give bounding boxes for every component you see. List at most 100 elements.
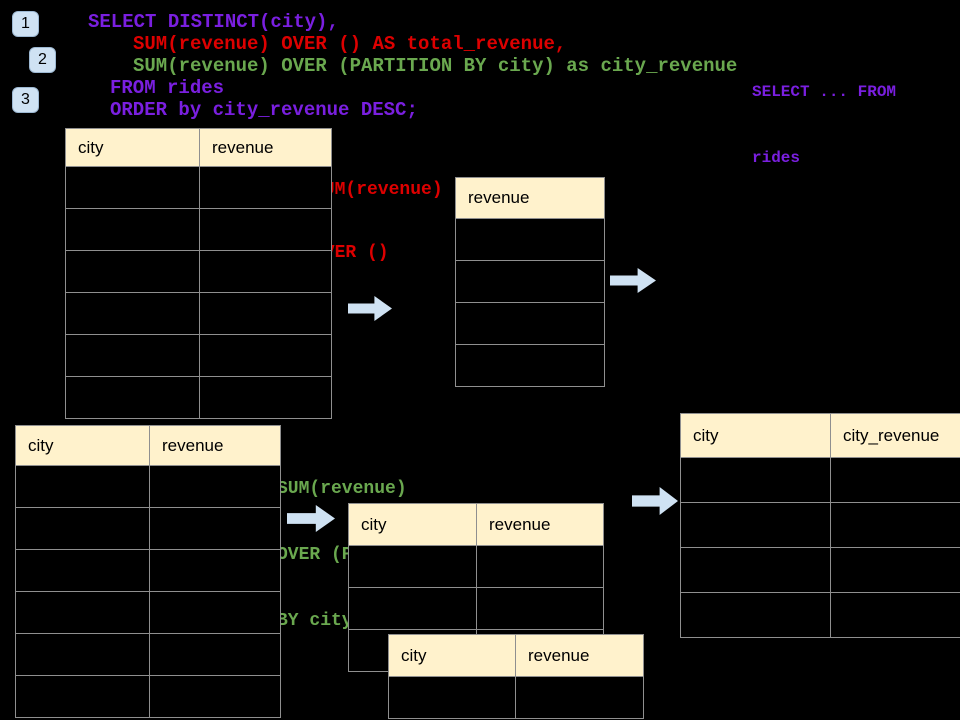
table-row — [680, 502, 960, 548]
table-cell-empty — [65, 292, 200, 335]
table-header-row: revenue — [455, 177, 605, 219]
table-cell-empty — [149, 675, 281, 718]
side-note-select-from: SELECT ... FROM rides — [752, 37, 896, 213]
table-row — [455, 260, 605, 303]
step-badge-3: 3 — [12, 87, 39, 113]
annotation-sum-over-total: SUM(revenue) OVER () — [313, 138, 443, 306]
table-cell-empty — [515, 676, 644, 719]
annotation-line: OVER () — [313, 243, 389, 263]
table-cell-empty — [15, 633, 150, 676]
flow-arrow-total — [610, 268, 656, 293]
table-cell-empty — [830, 547, 960, 593]
column-header-city: city — [65, 128, 200, 167]
table-row — [65, 250, 332, 293]
table-row — [455, 218, 605, 261]
table-total-revenue-step: revenue — [455, 177, 605, 387]
table-cell-empty — [65, 334, 200, 377]
table-row — [65, 166, 332, 209]
table-cell-empty — [199, 208, 332, 251]
table-cell-empty — [15, 591, 150, 634]
table-cell-empty — [199, 292, 332, 335]
table-row — [65, 292, 332, 335]
table-row — [15, 507, 281, 550]
column-header-revenue: revenue — [455, 177, 605, 219]
table-cell-empty — [15, 507, 150, 550]
annotation-line: SUM(revenue) — [277, 479, 407, 499]
table-row — [455, 344, 605, 387]
table-row — [65, 208, 332, 251]
table-row — [15, 633, 281, 676]
table-cell-empty — [149, 633, 281, 676]
flow-arrow-result — [632, 487, 678, 515]
table-row — [348, 545, 604, 588]
table-row — [680, 592, 960, 638]
table-row — [455, 302, 605, 345]
table-cell-empty — [199, 250, 332, 293]
table-cell-empty — [476, 587, 604, 630]
sql-line-select: SELECT DISTINCT(city), — [88, 11, 339, 33]
table-cell-empty — [830, 457, 960, 503]
sql-line-total-revenue: SUM(revenue) OVER () AS total_revenue, — [133, 33, 567, 55]
table-row — [348, 587, 604, 630]
table-row — [680, 547, 960, 593]
side-note-line-1: SELECT ... FROM — [752, 83, 897, 101]
table-cell-empty — [455, 260, 605, 303]
column-header-city: city — [15, 425, 150, 466]
table-cell-empty — [65, 376, 200, 419]
table-row — [65, 376, 332, 419]
column-header-city_revenue: city_revenue — [830, 413, 960, 458]
table-row — [15, 675, 281, 718]
table-cell-empty — [149, 591, 281, 634]
annotation-line: SUM(revenue) — [313, 180, 443, 200]
column-header-revenue: revenue — [149, 425, 281, 466]
column-header-city: city — [388, 634, 516, 677]
table-row — [65, 334, 332, 377]
table-cell-empty — [680, 547, 831, 593]
table-cell-empty — [830, 502, 960, 548]
table-row — [388, 676, 644, 719]
table-cell-empty — [199, 334, 332, 377]
table-cell-empty — [830, 592, 960, 638]
table-row — [15, 591, 281, 634]
table-cell-empty — [680, 502, 831, 548]
column-header-city: city — [680, 413, 831, 458]
table-cell-empty — [348, 587, 477, 630]
table-cell-empty — [15, 675, 150, 718]
table-cell-empty — [149, 507, 281, 550]
table-row — [15, 549, 281, 592]
table-cell-empty — [348, 545, 477, 588]
table-cell-empty — [65, 208, 200, 251]
table-cell-empty — [15, 465, 150, 508]
table-cell-empty — [199, 376, 332, 419]
column-header-city: city — [348, 503, 477, 546]
step-badge-1: 1 — [12, 11, 39, 37]
table-cell-empty — [680, 457, 831, 503]
table-cell-empty — [199, 166, 332, 209]
sql-line-from: FROM rides — [110, 77, 225, 99]
table-cell-empty — [149, 549, 281, 592]
side-note-line-2: rides — [752, 149, 801, 167]
table-cell-empty — [455, 218, 605, 261]
table-cell-empty — [388, 676, 516, 719]
table-total-revenue-step: revenue — [455, 177, 605, 387]
table-cell-empty — [149, 465, 281, 508]
sql-line-order-by: ORDER by city_revenue DESC; — [110, 99, 418, 121]
table-cell-empty — [680, 592, 831, 638]
column-header-revenue: revenue — [515, 634, 644, 677]
column-header-revenue: revenue — [199, 128, 332, 167]
